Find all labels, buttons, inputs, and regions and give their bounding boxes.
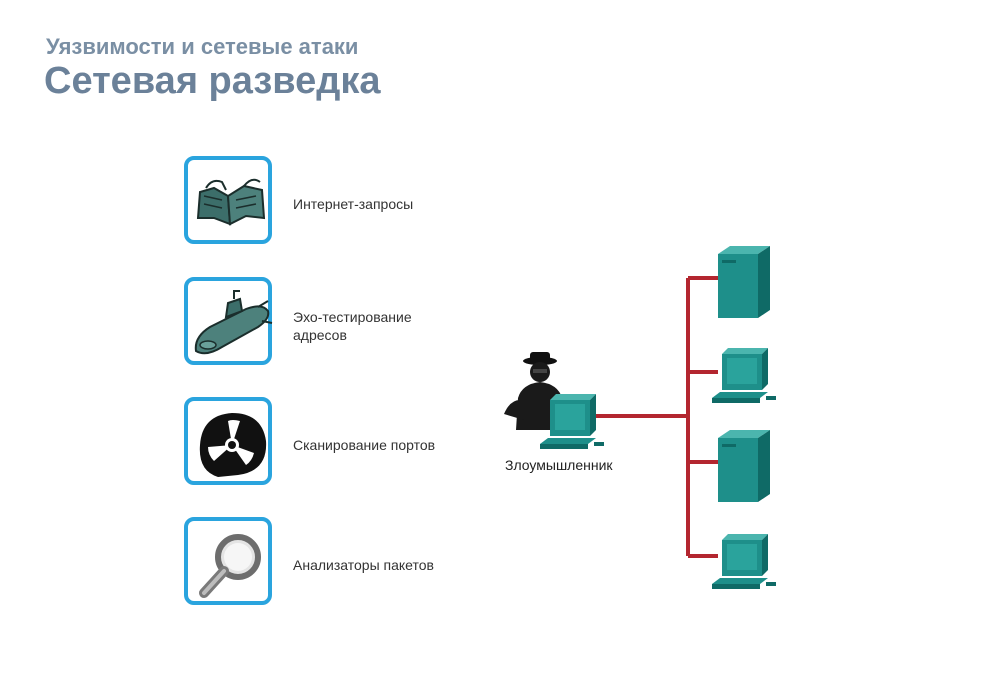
tool-label-ping-sweep: Эхо-тестирование адресов bbox=[293, 308, 453, 344]
page-title: Сетевая разведка bbox=[44, 60, 381, 102]
attacker-workstation-icon bbox=[540, 394, 604, 449]
internet-queries-icon-box bbox=[184, 156, 272, 244]
magnifier-icon bbox=[199, 534, 261, 598]
tool-label-packet-sniffer: Анализаторы пакетов bbox=[293, 557, 434, 573]
ping-sweep-icon-box bbox=[184, 277, 273, 365]
attacker-label: Злоумышленник bbox=[505, 457, 613, 473]
radiation-icon bbox=[199, 413, 267, 477]
port-scan-icon-box bbox=[184, 397, 272, 485]
network-links bbox=[596, 276, 718, 558]
tool-label-ping-sweep-text: Эхо-тестирование адресов bbox=[293, 309, 412, 343]
tool-label-port-scan: Сканирование портов bbox=[293, 437, 436, 453]
server-icon bbox=[718, 430, 770, 502]
workstation-icon bbox=[712, 348, 776, 403]
packet-sniffer-icon-box bbox=[184, 517, 272, 605]
open-book-icon bbox=[196, 178, 266, 226]
tool-label-internet-queries: Интернет-запросы bbox=[293, 196, 414, 212]
server-icon bbox=[718, 246, 770, 318]
workstation-icon bbox=[712, 534, 776, 589]
page-subtitle: Уязвимости и сетевые атаки bbox=[46, 34, 359, 59]
submarine-icon bbox=[194, 290, 273, 355]
